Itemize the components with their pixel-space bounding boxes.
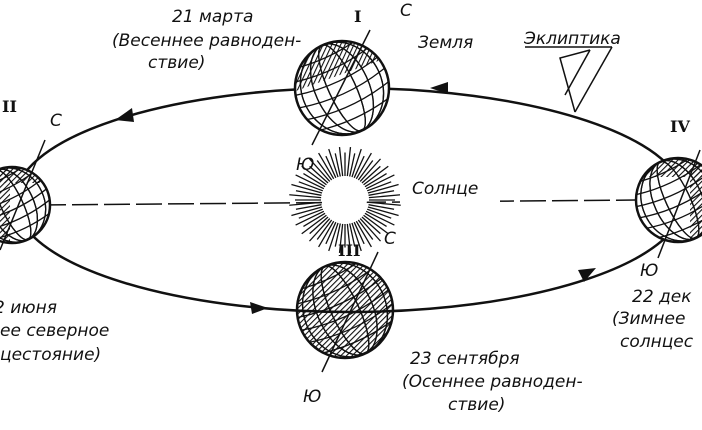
sun-ray xyxy=(355,220,372,248)
south-IV: Ю xyxy=(640,261,658,281)
sun-ray xyxy=(365,210,395,226)
sun-ray xyxy=(346,223,352,254)
march-desc-1: (Весеннее равноден- xyxy=(112,31,301,51)
sun-ray xyxy=(295,174,325,190)
sun-ray xyxy=(316,160,333,181)
sun-ray xyxy=(338,146,344,177)
sun-ray xyxy=(355,152,372,180)
sun-ray xyxy=(291,206,323,217)
sun-ray xyxy=(328,148,339,178)
ecliptic-leader xyxy=(559,49,591,113)
sun-ray xyxy=(289,194,322,199)
june-date: 2 июня xyxy=(0,298,57,318)
sun-ray xyxy=(298,181,324,192)
numeral-I: I xyxy=(354,7,361,26)
sun-ray xyxy=(368,190,395,196)
sun-ray xyxy=(351,222,362,252)
sun-ray xyxy=(349,153,356,177)
sun-ray xyxy=(364,212,387,227)
june-desc-2: цестояние) xyxy=(0,345,101,365)
sun-ray xyxy=(334,153,341,177)
ecliptic-label: Эклиптика xyxy=(523,29,621,49)
sun-ray xyxy=(365,174,395,190)
dec-desc-1: (Зимнее xyxy=(612,309,685,329)
sun-ray xyxy=(357,219,374,240)
orbit-arrow-icon xyxy=(250,302,268,314)
sun-ray xyxy=(318,152,335,180)
sun-ray xyxy=(368,204,395,210)
sun-ray xyxy=(366,181,392,192)
sun-ray xyxy=(338,223,344,254)
sun-ray xyxy=(359,158,382,182)
orbit-arrow-icon xyxy=(115,108,134,122)
june-desc-1: ее северное xyxy=(0,321,109,341)
sun-ray xyxy=(289,201,322,206)
sun-ray xyxy=(318,220,335,248)
dec-desc-2: солнцес xyxy=(620,332,694,352)
sun-ray xyxy=(303,212,326,227)
sun-ray xyxy=(301,214,327,235)
sun-ray xyxy=(308,218,331,242)
north-I: С xyxy=(400,1,412,21)
sept-date: 23 сентября xyxy=(410,349,520,369)
sun-ray xyxy=(363,214,389,235)
sun-ray xyxy=(364,173,387,188)
sun-ray xyxy=(349,223,356,247)
numeral-IV: IV xyxy=(670,117,690,136)
sun xyxy=(289,146,401,254)
orbit-arrow-icon xyxy=(430,82,448,94)
north-III: С xyxy=(384,229,396,249)
sun-ray xyxy=(351,148,362,178)
march-desc-2: ствие) xyxy=(148,53,205,73)
north-II: С xyxy=(50,111,62,131)
sun-ray xyxy=(295,204,322,210)
orbit-arrow-icon xyxy=(578,268,596,282)
sun-ray xyxy=(368,194,401,199)
march-date: 21 марта xyxy=(172,7,253,27)
sun-ray xyxy=(301,165,327,186)
south-III: Ю xyxy=(303,387,321,407)
sun-ray xyxy=(308,158,331,182)
sun-ray xyxy=(325,221,337,245)
sun-label: Солнце xyxy=(412,179,478,199)
dec-date: 22 дек xyxy=(632,287,692,307)
sept-desc-1: (Осеннее равноден- xyxy=(402,372,583,392)
sun-ray xyxy=(298,208,324,219)
sun-ray xyxy=(295,190,322,196)
sun-ray xyxy=(346,146,352,177)
sun-ray xyxy=(353,155,365,179)
sun-ray xyxy=(316,219,333,240)
sun-ray xyxy=(368,201,401,206)
sun-ray xyxy=(303,173,326,188)
south-I: Ю xyxy=(296,155,314,175)
sun-ray xyxy=(328,222,339,252)
sept-desc-2: ствие) xyxy=(448,395,505,415)
numeral-III: III xyxy=(338,241,360,260)
ecliptic-leader xyxy=(574,46,613,113)
sun-ray xyxy=(359,218,382,242)
sun-ray xyxy=(361,165,381,184)
sun-ray xyxy=(291,183,323,194)
earth-label: Земля xyxy=(418,33,473,53)
sun-ray xyxy=(295,210,325,226)
earth-position-III xyxy=(297,262,393,358)
sun-ray xyxy=(334,223,341,247)
sun-ray xyxy=(366,208,392,219)
sun-ray xyxy=(361,216,381,235)
sun-ray xyxy=(309,216,329,235)
sun-ray xyxy=(357,160,374,181)
sun-ray xyxy=(309,165,329,184)
sun-ray xyxy=(353,221,365,245)
sun-ray xyxy=(363,165,389,186)
numeral-II: II xyxy=(2,97,17,116)
sun-ray xyxy=(367,206,399,217)
sun-ray xyxy=(367,183,399,194)
sun-ray xyxy=(325,155,337,179)
